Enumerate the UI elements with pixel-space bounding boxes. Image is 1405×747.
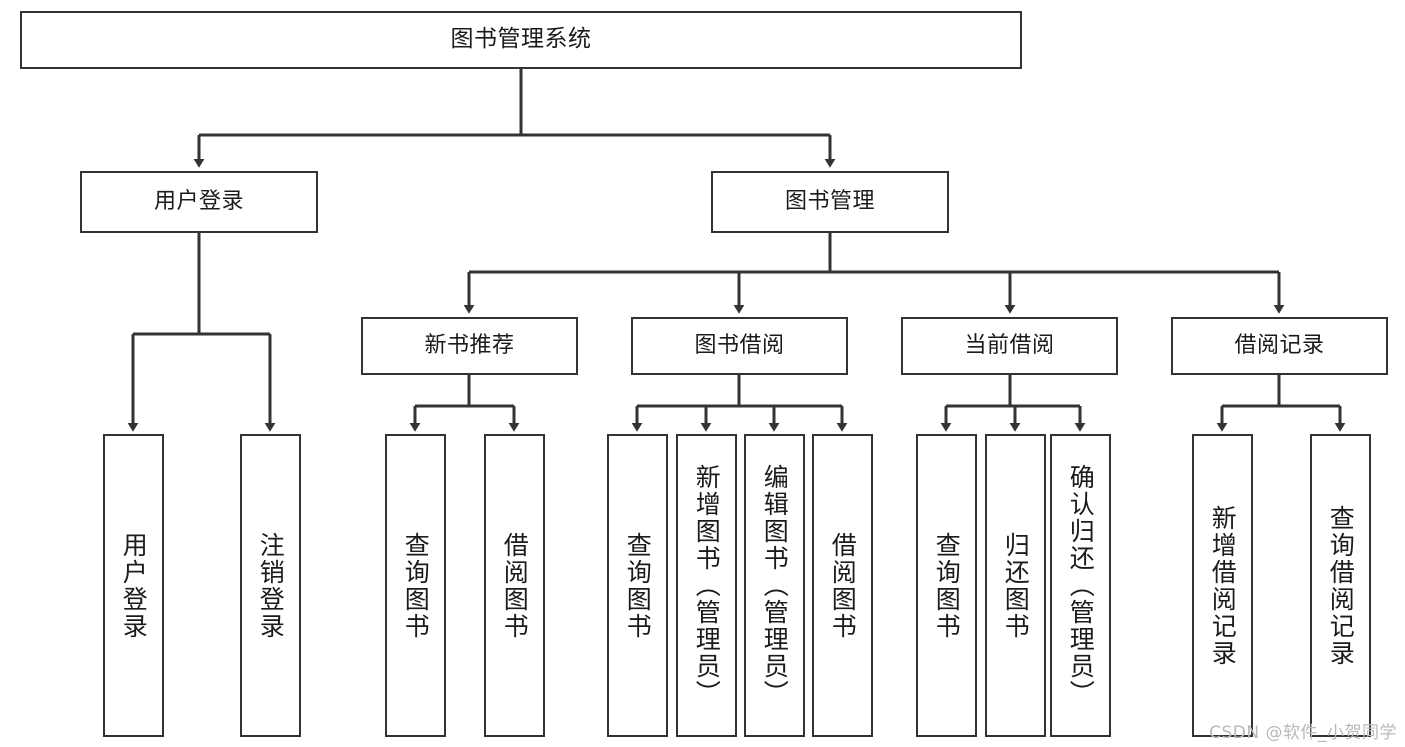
node-user-login[interactable]: 用户登录 [80, 171, 318, 233]
node-label: 借阅图书 [500, 531, 530, 640]
node-label: 查询图书 [623, 531, 653, 640]
node-label: 归还图书 [1001, 531, 1031, 640]
leaf-edit-book-admin[interactable]: 编辑图书（管理员） [744, 434, 805, 737]
leaf-query-book-current[interactable]: 查询图书 [916, 434, 977, 737]
leaf-add-book-admin[interactable]: 新增图书（管理员） [676, 434, 737, 737]
node-label: 用户登录 [153, 188, 244, 214]
leaf-return-book[interactable]: 归还图书 [985, 434, 1046, 737]
node-label: 注销登录 [256, 531, 286, 640]
node-label: 当前借阅 [964, 332, 1055, 358]
node-book-management[interactable]: 图书管理 [711, 171, 949, 233]
node-label: 编辑图书（管理员） [760, 464, 790, 707]
node-label: 新增图书（管理员） [692, 464, 722, 707]
leaf-user-login[interactable]: 用户登录 [103, 434, 164, 737]
node-label: 确认归还（管理员） [1066, 464, 1096, 707]
node-root[interactable]: 图书管理系统 [20, 11, 1022, 69]
leaf-query-book-recommend[interactable]: 查询图书 [385, 434, 446, 737]
node-label: 图书管理 [784, 188, 875, 214]
node-label: 图书借阅 [694, 332, 785, 358]
node-label: 图书管理系统 [450, 26, 592, 53]
leaf-borrow-book[interactable]: 借阅图书 [812, 434, 873, 737]
leaf-confirm-return-admin[interactable]: 确认归还（管理员） [1050, 434, 1111, 737]
leaf-user-logout[interactable]: 注销登录 [240, 434, 301, 737]
watermark: CSDN @软件_小贺同学 [1209, 723, 1397, 743]
node-label: 查询图书 [932, 531, 962, 640]
node-book-borrow[interactable]: 图书借阅 [631, 317, 848, 375]
node-new-book-recommend[interactable]: 新书推荐 [361, 317, 578, 375]
node-label: 借阅图书 [828, 531, 858, 640]
node-current-borrow[interactable]: 当前借阅 [901, 317, 1118, 375]
leaf-add-borrow-record[interactable]: 新增借阅记录 [1192, 434, 1253, 737]
node-label: 新增借阅记录 [1208, 504, 1238, 667]
node-label: 借阅记录 [1234, 332, 1325, 358]
node-label: 用户登录 [119, 531, 149, 640]
leaf-query-book-borrow[interactable]: 查询图书 [607, 434, 668, 737]
node-label: 新书推荐 [424, 332, 515, 358]
leaf-query-borrow-record[interactable]: 查询借阅记录 [1310, 434, 1371, 737]
node-borrow-record[interactable]: 借阅记录 [1171, 317, 1388, 375]
node-label: 查询借阅记录 [1326, 504, 1356, 667]
node-label: 查询图书 [401, 531, 431, 640]
leaf-borrow-book-recommend[interactable]: 借阅图书 [484, 434, 545, 737]
